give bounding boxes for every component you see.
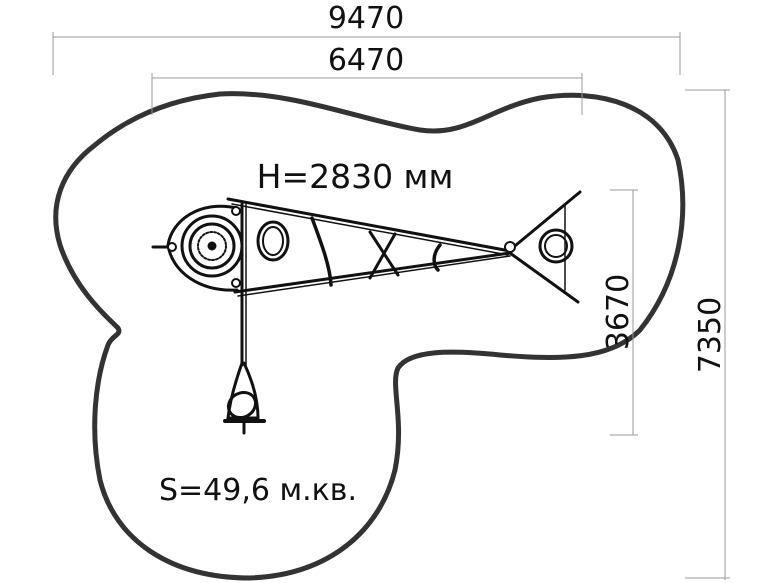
height-label: H=2830 мм [257, 157, 454, 196]
play-equipment-structure [151, 190, 582, 435]
dimension-lines [52, 32, 730, 580]
overall-width-dimension: 9470 [328, 1, 404, 36]
area-label: S=49,6 м.кв. [159, 473, 357, 508]
safety-zone-boundary [53, 91, 686, 581]
overall-depth-dimension: 7350 [693, 297, 728, 373]
equipment-width-dimension: 6470 [328, 43, 404, 78]
equipment-depth-dimension: 3670 [601, 274, 636, 350]
